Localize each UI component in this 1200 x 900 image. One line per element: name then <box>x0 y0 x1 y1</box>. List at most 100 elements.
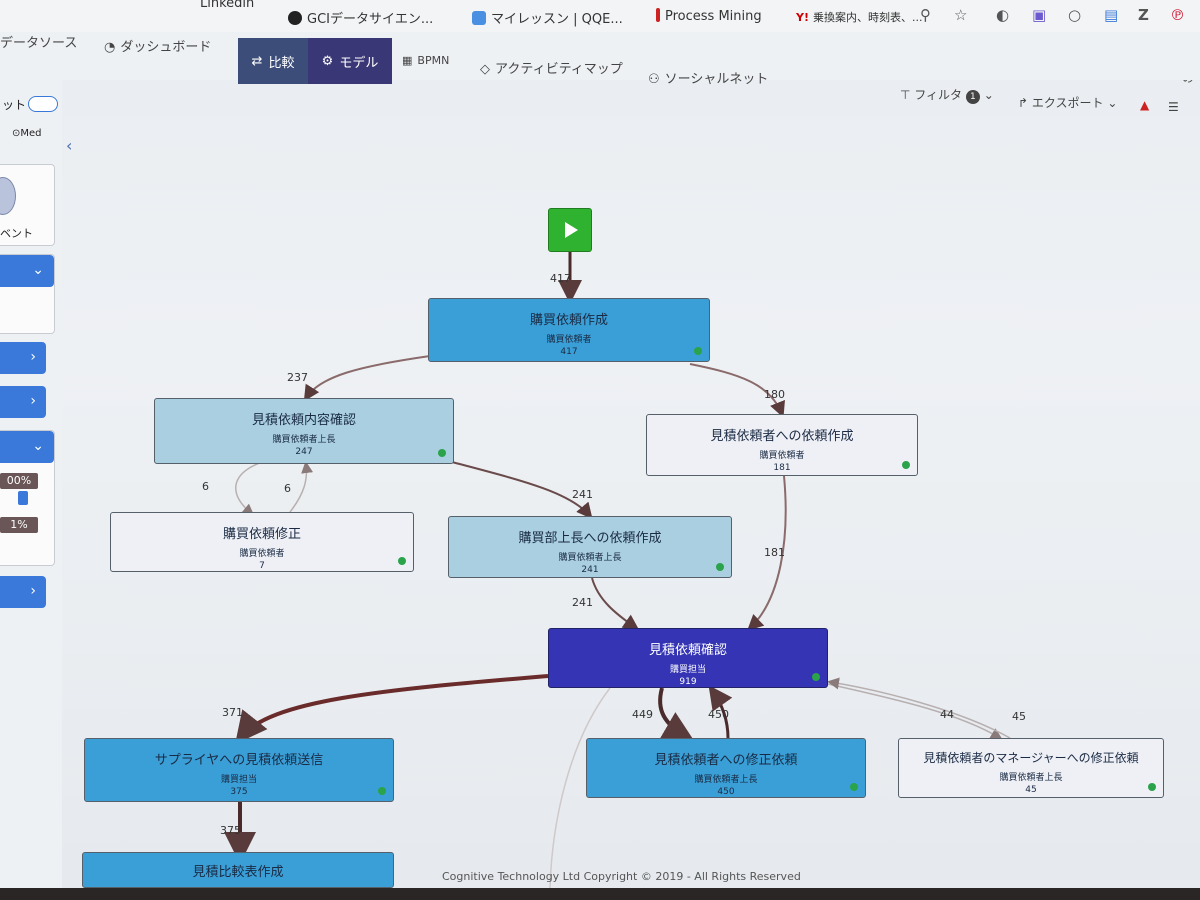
process-mining-icon <box>656 8 660 22</box>
activity-node-fix-request-to-requester[interactable]: 見積依頼者への修正依頼 購買依頼者上長 450 <box>586 738 866 798</box>
panel-header-collapsed-2[interactable]: › <box>0 386 46 418</box>
edge-label-n8-n6: 450 <box>708 708 729 721</box>
gears-icon: ⚙ <box>321 53 334 69</box>
activity-node-purchase-request-fix[interactable]: 購買依頼修正 購買依頼者 7 <box>110 512 414 572</box>
dashboard-icon: ◔ <box>104 40 116 55</box>
edge-n4-to-n2 <box>289 461 314 513</box>
bookmark-my-lesson[interactable]: マイレッスン | QQE... <box>472 8 623 27</box>
start-node[interactable] <box>548 208 592 252</box>
panel-header-expanded-2[interactable]: ⌄ <box>0 431 54 463</box>
edge-n3-to-n6 <box>747 475 787 631</box>
radio-icon: ⊙ <box>12 128 21 139</box>
chevron-down-icon: ⌄ <box>32 438 44 454</box>
chevron-down-icon: ⌄ <box>1107 96 1118 110</box>
nav-social-net[interactable]: ⚇ソーシャルネット <box>648 72 769 87</box>
nav-model[interactable]: ⚙モデル <box>308 38 392 84</box>
edge-label-n1-n2: 237 <box>287 371 308 384</box>
edge-n1-to-n2 <box>303 355 431 402</box>
edge-n6-to-n7 <box>235 674 549 745</box>
panel-header-collapsed-3[interactable]: › <box>0 576 46 608</box>
status-dot <box>1148 783 1156 791</box>
panel-header-collapsed-1[interactable]: › <box>0 342 46 374</box>
globe-icon <box>288 11 302 25</box>
bpmn-icon: ▦ <box>402 54 413 67</box>
edge-n6-to-n9 <box>827 683 1003 740</box>
edge-label-n7-n10: 375 <box>220 824 241 837</box>
activity-node-quote-comparison[interactable]: 見積比較表作成 <box>82 852 394 888</box>
funnel-icon: ⊤ <box>900 88 911 102</box>
activity-node-request-to-dept-manager[interactable]: 購買部上長への依頼作成 購買依頼者上長 241 <box>448 516 732 578</box>
z-extension-icon[interactable]: Z <box>1138 6 1149 24</box>
path-percent: 1% <box>0 517 38 533</box>
edge-label-n6-n8: 449 <box>632 708 653 721</box>
export-button[interactable]: ↱ エクスポート ⌄ <box>1018 96 1118 110</box>
edge-label-n9-n6: 45 <box>1012 710 1026 723</box>
status-dot <box>902 461 910 469</box>
status-dot <box>438 449 446 457</box>
status-dot <box>812 673 820 681</box>
edge-n2-to-n5 <box>451 461 593 520</box>
app-nav: データソース ◔ダッシュボード ⇄比較 ⚙モデル ▦BPMN ◇アクティビティマ… <box>0 32 1200 87</box>
collapse-sidebar-icon[interactable]: ‹ <box>66 136 73 155</box>
event-panel[interactable]: ベント <box>0 164 55 246</box>
edge-n6-to-below <box>549 687 611 888</box>
collapsible-panel[interactable]: ⌄ <box>0 254 55 334</box>
edge-n2-to-n4 <box>235 461 263 516</box>
search-icon[interactable]: ⚲ <box>920 6 931 24</box>
nav-datasource[interactable]: データソース <box>0 36 78 51</box>
activity-node-quote-content-check[interactable]: 見積依頼内容確認 購買依頼者上長 247 <box>154 398 454 464</box>
share-icon: ↱ <box>1018 96 1029 110</box>
status-dot <box>850 783 858 791</box>
edge-n5-to-n6 <box>591 577 640 631</box>
star-icon[interactable]: ☆ <box>954 6 968 24</box>
nav-compare[interactable]: ⇄比較 <box>238 38 308 84</box>
extension-icon[interactable]: ▣ <box>1032 6 1047 24</box>
status-dot <box>398 557 406 565</box>
nav-dashboard[interactable]: ◔ダッシュボード <box>104 40 212 55</box>
edge-label-n2-n4: 6 <box>202 480 209 493</box>
filter-button[interactable]: ⊤ フィルタ 1 ⌄ <box>900 88 994 104</box>
bookmark-gci[interactable]: GCIデータサイエン... <box>288 8 433 27</box>
bookmarks-bar: Linkedin GCIデータサイエン... マイレッスン | QQE... P… <box>0 0 1200 85</box>
edge-label-n2-n5: 241 <box>572 488 593 501</box>
diamond-icon: ◇ <box>480 62 490 77</box>
panel-header-expanded[interactable]: ⌄ <box>0 255 54 287</box>
bookmark-process-mining[interactable]: Process Mining <box>656 8 762 24</box>
bookmark-linkedin[interactable]: Linkedin <box>200 0 255 11</box>
people-icon: ⚇ <box>648 72 660 87</box>
activity-node-purchase-request[interactable]: 購買依頼作成 購買依頼者 417 <box>428 298 710 362</box>
menu-icon[interactable]: ☰ <box>1168 100 1179 114</box>
toggle-switch[interactable] <box>28 96 58 112</box>
pinterest-icon[interactable]: ℗ <box>1170 6 1185 24</box>
activity-node-fix-request-to-manager[interactable]: 見積依頼者のマネージャーへの修正依頼 購買依頼者上長 45 <box>898 738 1164 798</box>
activity-slider-handle[interactable] <box>18 491 28 505</box>
edge-n6-to-n8 <box>658 687 695 743</box>
nav-bpmn[interactable]: ▦BPMN <box>402 54 450 67</box>
edge-label-n6-n9: 44 <box>940 708 954 721</box>
play-icon <box>565 222 578 238</box>
alert-icon[interactable]: ▲ <box>1140 98 1150 112</box>
graph-toolbar: ⊤ フィルタ 1 ⌄ ↱ エクスポート ⌄ ▲ ☰ <box>890 88 1200 114</box>
chevron-down-icon: ⌄ <box>983 88 994 102</box>
edge-n8-to-n6 <box>708 685 733 739</box>
activity-node-send-quote-to-supplier[interactable]: サプライヤへの見積依頼送信 購買担当 375 <box>84 738 394 802</box>
copyright-text: Cognitive Technology Ltd Copyright © 201… <box>442 870 801 883</box>
activity-node-quote-check[interactable]: 見積依頼確認 購買担当 919 <box>548 628 828 688</box>
lesson-icon <box>472 11 486 25</box>
status-dot <box>378 787 386 795</box>
chevron-right-icon: › <box>30 583 36 599</box>
left-sidebar: ット ⊙Med ベント ⌄ › › ⌄ 00% 1% › <box>0 62 62 888</box>
status-dot <box>716 563 724 571</box>
activity-node-request-to-requester[interactable]: 見積依頼者への依頼作成 購買依頼者 181 <box>646 414 918 476</box>
nav-activity-map[interactable]: ◇アクティビティマップ <box>480 62 623 77</box>
theme-icon[interactable]: ◐ <box>996 6 1010 24</box>
edge-label-n1-n3: 180 <box>764 388 785 401</box>
translate-icon[interactable]: ▤ <box>1104 6 1119 24</box>
compare-icon: ⇄ <box>251 53 263 69</box>
bookmark-transit[interactable]: Y!乗換案内、時刻表、... <box>796 11 923 24</box>
circle-icon[interactable]: ○ <box>1068 6 1082 24</box>
med-option[interactable]: ⊙Med <box>12 128 42 139</box>
